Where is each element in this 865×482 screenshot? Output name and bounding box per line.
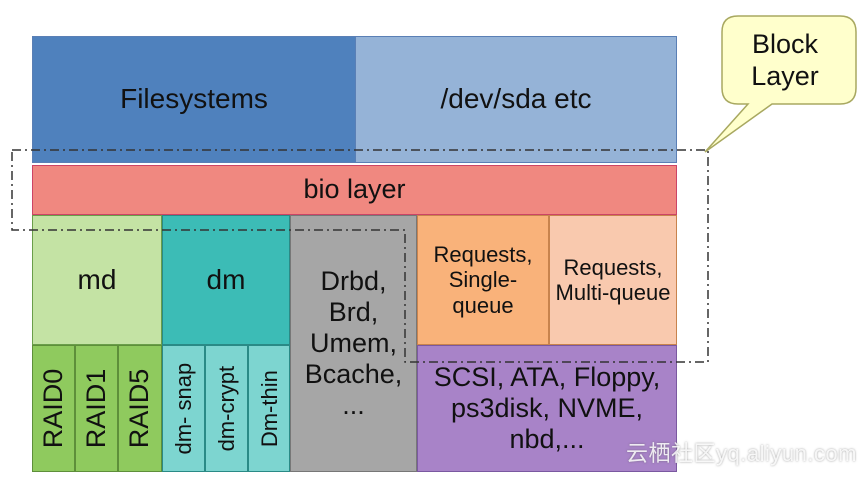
dm-snap-label: dm- snap	[170, 362, 196, 455]
dm-label: dm	[206, 263, 246, 295]
raid1-block: RAID1	[75, 345, 118, 472]
md-label: md	[77, 263, 117, 295]
raid5-block: RAID5	[118, 345, 162, 472]
requests-single-queue-block: Requests, Single-queue	[417, 215, 549, 345]
dm-snap-block: dm- snap	[162, 345, 205, 472]
block-layer-callout: Block Layer	[751, 28, 819, 91]
watermark: 云栖社区yq.aliyun.com	[625, 441, 857, 466]
raid0-label: RAID0	[37, 368, 68, 449]
dm-block: dm	[162, 215, 290, 345]
filesystems-block: Filesystems	[32, 36, 356, 163]
requests-single-queue-label: Requests, Single-queue	[433, 242, 533, 318]
requests-multi-queue-label: Requests, Multi-queue	[555, 254, 671, 305]
raid5-label: RAID5	[124, 368, 155, 449]
raid0-block: RAID0	[32, 345, 75, 472]
dm-thin-label: Dm-thin	[256, 369, 282, 447]
dm-thin-block: Dm-thin	[248, 345, 290, 472]
drbd-label: Drbd, Brd, Umem, Bcache, ...	[304, 265, 403, 421]
dm-crypt-label: dm-crypt	[213, 365, 239, 452]
drbd-block: Drbd, Brd, Umem, Bcache, ...	[290, 215, 417, 472]
dm-crypt-block: dm-crypt	[205, 345, 248, 472]
requests-multi-queue-block: Requests, Multi-queue	[549, 215, 677, 345]
drivers-block: SCSI, ATA, Floppy, ps3disk, NVME, nbd,..…	[417, 345, 677, 472]
dev-sda-label: /dev/sda etc	[440, 83, 592, 115]
bio-layer-block: bio layer	[32, 165, 677, 215]
bio-layer-label: bio layer	[303, 174, 406, 205]
drivers-label: SCSI, ATA, Floppy, ps3disk, NVME, nbd,..…	[433, 361, 661, 455]
md-block: md	[32, 215, 162, 345]
raid1-label: RAID1	[80, 368, 111, 449]
filesystems-label: Filesystems	[120, 83, 268, 115]
dev-sda-block: /dev/sda etc	[355, 36, 677, 163]
